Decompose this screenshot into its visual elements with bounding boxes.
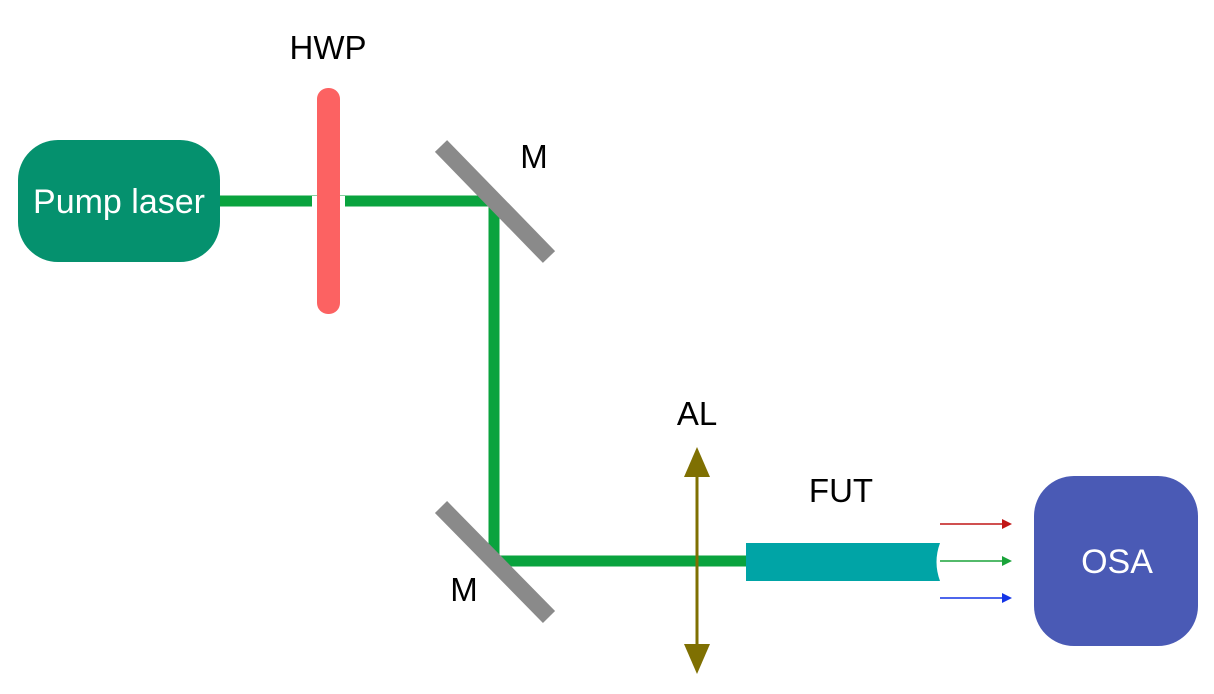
mirror-bottom-label: M [450,571,478,608]
pump-laser: Pump laser [18,140,220,262]
hwp-gap-left [312,196,317,207]
hwp-label: HWP [290,29,367,66]
optical-spectrum-analyzer: OSA [1034,476,1198,646]
hwp-plate [317,88,340,314]
half-wave-plate: HWP [290,29,367,314]
lens-arrow-icon [684,644,710,674]
output-arrows [940,519,1012,603]
mirror-bottom-surface [434,501,556,623]
mirror-top-label: M [520,138,548,175]
aspheric-lens: AL [677,395,717,674]
osa-label: OSA [1081,543,1153,581]
pump-laser-label: Pump laser [33,183,205,221]
mirror-bottom: M [434,501,556,623]
laser-beam [218,195,750,567]
hwp-gap-right [340,196,345,207]
pump-laser-body [18,140,220,262]
mirror-top: M [434,138,556,263]
osa-body [1034,476,1198,646]
lens-label: AL [677,395,717,432]
mirror-top-surface [434,140,556,263]
fiber-body [746,543,940,581]
fiber-under-test: FUT [746,472,940,581]
fiber-label: FUT [809,472,873,509]
lens-arrow-icon [684,447,710,477]
